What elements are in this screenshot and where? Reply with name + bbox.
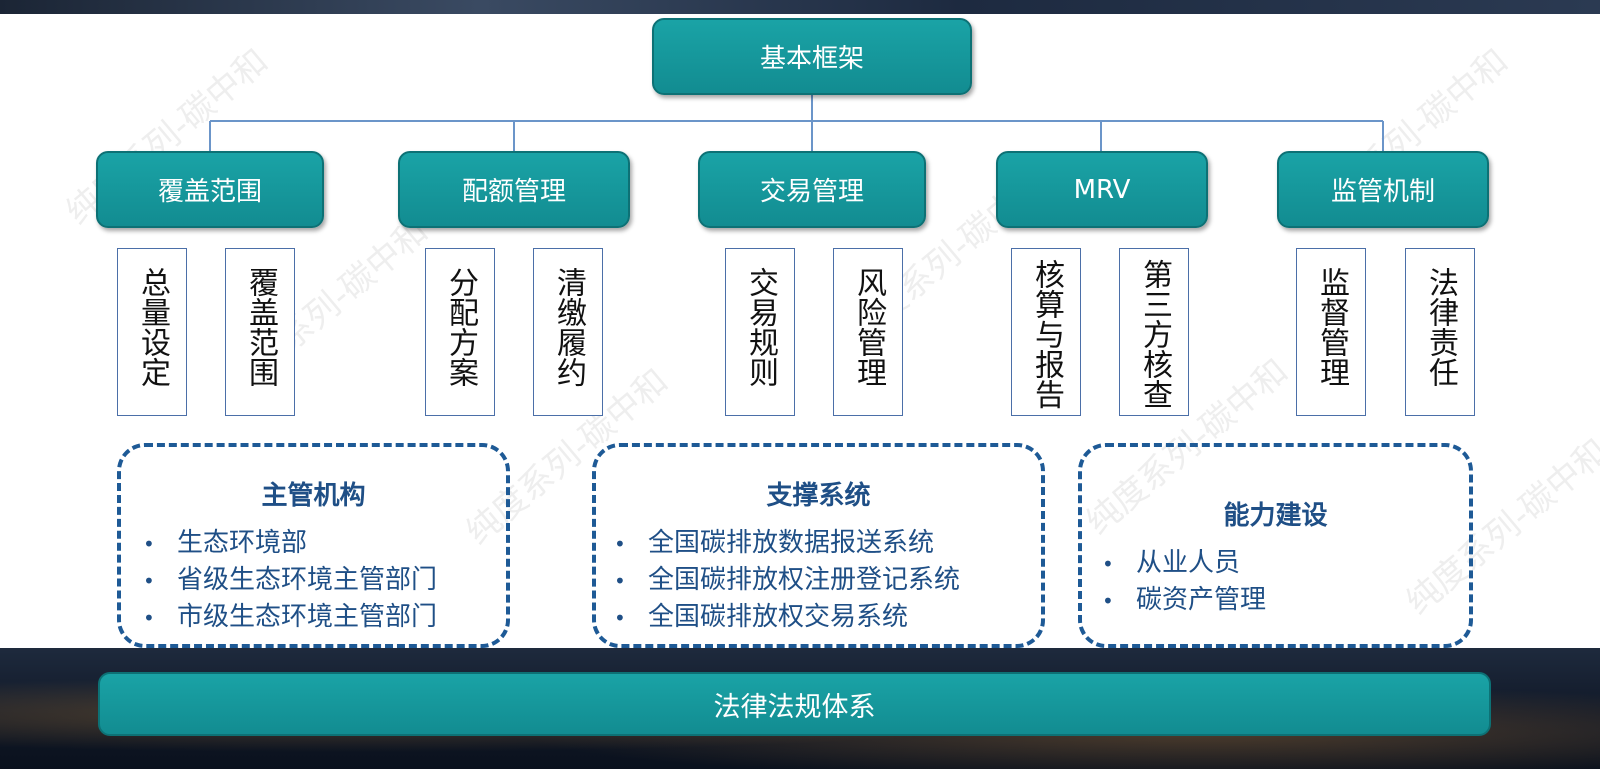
item-label: 交易规则 xyxy=(743,267,778,387)
item-label: 法律责任 xyxy=(1423,267,1458,387)
list-item-text: 省级生态环境主管部门 xyxy=(177,565,438,595)
list-item: • 全国碳排放数据报送系统 xyxy=(614,525,960,562)
bullet-icon: • xyxy=(614,606,626,630)
item-box: 法律责任 xyxy=(1405,248,1475,416)
item-box: 第三方核查 xyxy=(1119,248,1189,416)
bullet-icon: • xyxy=(1102,552,1114,576)
list-item-text: 全国碳排放权交易系统 xyxy=(648,602,909,632)
group-bullet-list: • 生态环境部 • 省级生态环境主管部门 • 市级生态环境主管部门 xyxy=(143,525,437,636)
item-box: 清缴履约 xyxy=(533,248,603,416)
bullet-icon: • xyxy=(614,532,626,556)
item-box: 覆盖范围 xyxy=(225,248,295,416)
group-title: 支撑系统 xyxy=(766,481,871,511)
group-title: 能力建设 xyxy=(1223,501,1328,531)
group-bullet-list: • 全国碳排放数据报送系统 • 全国碳排放权注册登记系统 • 全国碳排放权交易系统 xyxy=(614,525,960,636)
item-label: 风险管理 xyxy=(851,267,886,387)
item-box: 总量设定 xyxy=(117,248,187,416)
bullet-icon: • xyxy=(143,532,155,556)
item-label: 分配方案 xyxy=(443,267,478,387)
list-item: • 从业人员 xyxy=(1102,545,1266,582)
item-label: 第三方核查 xyxy=(1137,259,1172,409)
category-node-supervision: 监管机制 xyxy=(1277,151,1489,228)
category-node-quota: 配额管理 xyxy=(398,151,630,228)
root-node: 基本框架 xyxy=(652,18,972,95)
bullet-icon: • xyxy=(614,569,626,593)
item-box: 监督管理 xyxy=(1296,248,1366,416)
list-item-text: 从业人员 xyxy=(1136,548,1241,578)
item-label: 监督管理 xyxy=(1314,267,1349,387)
item-label: 清缴履约 xyxy=(551,267,586,387)
list-item: • 碳资产管理 xyxy=(1102,582,1266,619)
bullet-icon: • xyxy=(143,569,155,593)
background-top-strip xyxy=(0,0,1600,14)
category-node-trading: 交易管理 xyxy=(698,151,926,228)
group-bullet-list: • 从业人员 • 碳资产管理 xyxy=(1102,545,1266,619)
item-box: 风险管理 xyxy=(833,248,903,416)
list-item-text: 全国碳排放数据报送系统 xyxy=(648,528,935,558)
list-item: • 省级生态环境主管部门 xyxy=(143,562,437,599)
list-item-text: 生态环境部 xyxy=(177,528,308,558)
item-box: 分配方案 xyxy=(425,248,495,416)
list-item-text: 碳资产管理 xyxy=(1136,585,1267,615)
bullet-icon: • xyxy=(1102,589,1114,613)
list-item: • 生态环境部 xyxy=(143,525,437,562)
item-label: 总量设定 xyxy=(135,267,170,387)
item-box: 核算与报告 xyxy=(1011,248,1081,416)
category-node-mrv: MRV xyxy=(996,151,1208,228)
group-authorities: 主管机构 • 生态环境部 • 省级生态环境主管部门 • 市级生态环境主管部门 xyxy=(117,443,510,648)
item-label: 核算与报告 xyxy=(1029,259,1064,409)
foundation-bar: 法律法规体系 xyxy=(98,672,1491,736)
list-item: • 市级生态环境主管部门 xyxy=(143,599,437,636)
group-capacity-building: 能力建设 • 从业人员 • 碳资产管理 xyxy=(1078,443,1473,648)
list-item: • 全国碳排放权注册登记系统 xyxy=(614,562,960,599)
list-item-text: 市级生态环境主管部门 xyxy=(177,602,438,632)
group-support-systems: 支撑系统 • 全国碳排放数据报送系统 • 全国碳排放权注册登记系统 • 全国碳排放权交… xyxy=(592,443,1045,648)
bullet-icon: • xyxy=(143,606,155,630)
list-item: • 全国碳排放权交易系统 xyxy=(614,599,960,636)
item-box: 交易规则 xyxy=(725,248,795,416)
item-label: 覆盖范围 xyxy=(243,267,278,387)
category-node-coverage: 覆盖范围 xyxy=(96,151,324,228)
group-title: 主管机构 xyxy=(261,481,366,511)
list-item-text: 全国碳排放权注册登记系统 xyxy=(648,565,961,595)
